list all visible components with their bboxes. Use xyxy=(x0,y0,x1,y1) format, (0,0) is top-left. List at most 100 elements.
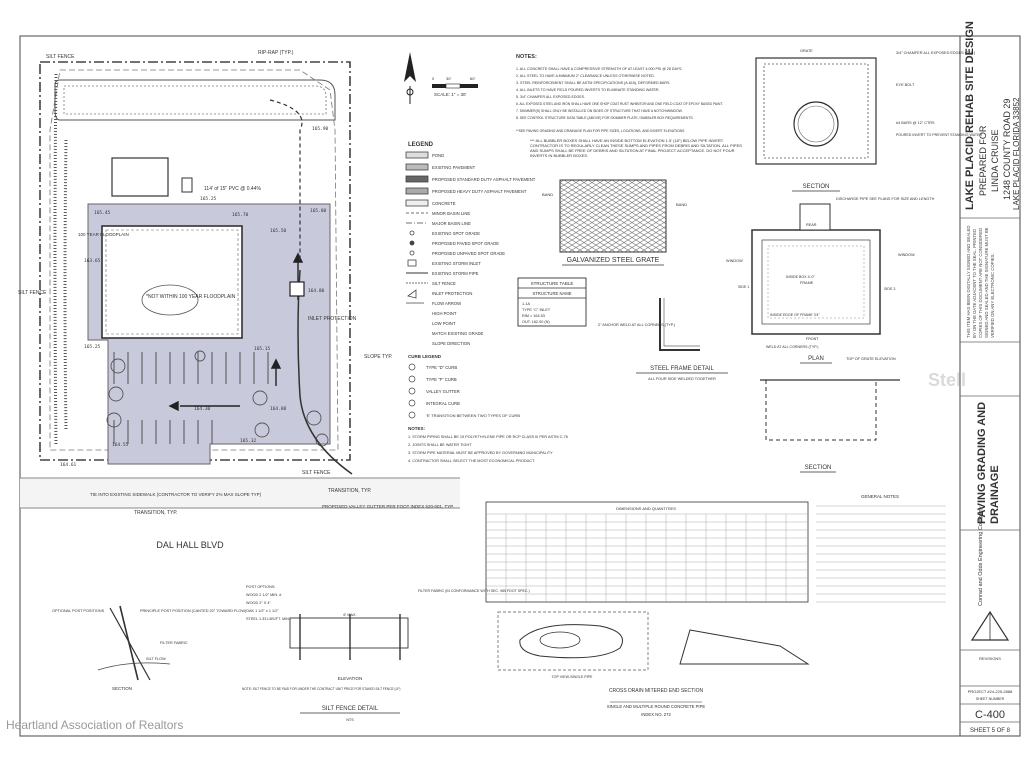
project-title: LAKE PLACID REHAB SITE DESIGN xyxy=(964,21,976,210)
sheet-of: SHEET 5 OF 8 xyxy=(970,728,1011,734)
client-name: LINDA CRUISE xyxy=(990,129,1000,192)
street-name: DAL HALL BLVD xyxy=(156,540,224,550)
storm-inlet xyxy=(289,281,305,297)
inlet-section-2: TOP OF GRATE ELEVATION SECTION xyxy=(760,357,900,473)
grate-title: GALVANIZED STEEL GRATE xyxy=(567,257,660,264)
note-line: 8. SEE CONTROL STRUCTURE DATA TABLE (ABO… xyxy=(516,116,694,120)
notes-title: NOTES: xyxy=(516,54,537,60)
note-line: 6. ALL EXPOSED STEEL AND IRON SHALL HAVE… xyxy=(516,102,723,106)
spot-grade: 165.25 xyxy=(84,344,101,350)
inlet-section: 3/4" CHAMFER ALL EXPOSED EDGES (TYP.) GR… xyxy=(755,49,982,192)
section-label: #4 BARS @ 12" CTRS xyxy=(896,121,935,125)
scale-mark: 0 xyxy=(432,76,435,81)
plan-label: WINDOW xyxy=(726,259,743,263)
note-line: 5. 3/4" CHAMFER ALL EXPOSED EDGES. xyxy=(516,95,585,99)
mitered-end-section: TOP VIEW-SINGLE PIPE CROSS DRAIN MITERED… xyxy=(497,611,810,717)
structure-table-header: STRUCTURE NAME xyxy=(532,291,571,296)
legend-item: MINOR BASIN LINE xyxy=(432,211,470,216)
spot-grade: 165.80 xyxy=(310,208,327,214)
miter-title: CROSS DRAIN MITERED END SECTION xyxy=(609,688,704,694)
plan-label: SIDE 3 xyxy=(884,287,895,291)
silt-fence-detail: OPTIONAL POST POSITIONS PRINCIPLE POST P… xyxy=(52,585,530,722)
silt-fence-label-1: SILT FENCE xyxy=(46,54,75,60)
legend-item: POND xyxy=(432,153,444,158)
plan-title: PLAN xyxy=(808,356,824,362)
site-plan xyxy=(20,61,460,509)
sheet-title: PAVING GRADING AND DRAINAGE xyxy=(976,401,1001,524)
dimensions-table: DIMENSIONS AND QUANTITIES xyxy=(485,501,809,603)
legend-item: EXISTING SPOT GRADE xyxy=(432,231,480,236)
structure-table-cell: RIM = 164.53 xyxy=(522,314,545,318)
address-line-2: LAKE PLACID FLORIDA 33852 xyxy=(1012,97,1021,211)
structure-table: STRUCTURE TABLE STRUCTURE NAME 1-1A TYPE… xyxy=(517,277,587,327)
legend-note: 3. STORM PIPE MATERIAL MUST BE APPROVED … xyxy=(408,451,553,455)
sheet-number-label: SHEET NUMBER xyxy=(976,697,1005,701)
legend-item: PROPOSED UNPAVED SPOT GRADE xyxy=(432,251,505,256)
structure-table-cell: OUT: 162.00 (N) xyxy=(522,320,550,324)
band-label-right: BAND xyxy=(676,202,687,207)
curb-legend-item: 'E' TRANSITION BETWEEN TWO TYPES OF CURB xyxy=(426,413,520,418)
silt-note: NOTE: SILT FENCE TO BE PAID FOR UNDER TH… xyxy=(242,687,400,691)
silt-section-label: SECTION xyxy=(112,686,132,691)
curb-legend-item: INTEGRAL CURB xyxy=(426,401,460,406)
road-area xyxy=(20,478,460,508)
note-line: 3. STEEL REINFORCEMENT SHALL BE ASTM SPE… xyxy=(516,81,670,85)
silt-label: WOOD 2 1/2" MIN. # xyxy=(246,593,282,597)
dim-table-title: DIMENSIONS AND QUANTITIES xyxy=(616,506,676,511)
pipe-label: 114' of 15" PVC @ 0.44% xyxy=(204,186,261,192)
steel-frame-title: STEEL FRAME DETAIL xyxy=(650,366,714,372)
grate-elev-label: TOP OF GRATE ELEVATION xyxy=(846,357,896,361)
plan-label: INSIDE EDGE OF FRAME 3'4" xyxy=(770,313,820,317)
prepared-for-label: PREPARED FOR xyxy=(978,125,988,196)
floodplain-label: 100 YEAR FLOODPLAIN xyxy=(78,232,129,237)
spot-grade: 164.88 xyxy=(270,406,287,412)
legend: LEGEND POND EXISTING PAVEMENT PROPOSED S… xyxy=(405,142,568,463)
not-in-floodplain-label: *NOT WITHIN 100 YEAR FLOODPLAIN xyxy=(146,294,236,300)
anchor-weld-label: 2" ANCHOR WELD AT ALL CORNERS (TYP.) xyxy=(598,323,676,327)
transition-label-2: TRANSITION, TYP. xyxy=(134,510,177,516)
scale-mark: 30' xyxy=(446,76,451,81)
sidewalk-tie-label: TIE INTO EXISTING SIDEWALK (CONTRACTOR T… xyxy=(90,492,262,497)
silt-label: 6' MAX. xyxy=(343,613,356,617)
structure-table-cell: TYPE "C" INLET xyxy=(522,308,551,312)
silt-label: FILTER FABRIC xyxy=(160,641,188,645)
curb-legend-item: TYPE "F" CURB xyxy=(426,377,457,382)
plan-label: SIDE 1 xyxy=(738,285,749,289)
legend-item: MATCH EXISTING GRADE xyxy=(432,331,484,336)
silt-fence-scale: NTS xyxy=(346,718,354,722)
silt-fence-title: SILT FENCE DETAIL xyxy=(322,706,379,712)
legend-note: 1. STORM PIPING SHALL BE 15 POLYETHYLENE… xyxy=(408,435,568,439)
legend-item: MAJOR BASIN LINE xyxy=(432,221,471,226)
spot-grade: 164.61 xyxy=(60,462,77,468)
revisions-label: REVISIONS xyxy=(979,656,1001,661)
silt-label: OPTIONAL POST POSITIONS xyxy=(52,609,105,613)
curb-legend-item: TYPE "D" CURB xyxy=(426,365,457,370)
curb-legend-title: CURB LEGEND xyxy=(408,354,442,359)
legend-item: PROPOSED HEAVY DUTY ASPHALT PAVEMENT xyxy=(432,189,527,194)
bubbler-note: *** ALL BUBBLER BOXES SHALL HAVE AN INSI… xyxy=(530,138,742,158)
section-label: POURED INVERT TO PREVENT STANDING WATER xyxy=(896,133,982,137)
silt-fence-label-3: SILT FENCE xyxy=(302,470,331,476)
general-notes: GENERAL NOTES xyxy=(816,494,946,603)
spot-grade: 165.70 xyxy=(232,212,249,218)
curb-legend-item: VALLEY GUTTER xyxy=(426,389,460,394)
inlet-plan: DISCHARGE PIPE SEE PLANS FOR SIZE AND LE… xyxy=(726,197,935,364)
transition-label-1: TRANSITION, TYP. xyxy=(328,488,371,494)
silt-label: POST OPTIONS: xyxy=(246,585,275,589)
parking-stalls xyxy=(113,352,269,444)
building-footprint xyxy=(101,225,243,339)
spot-grade: 164.30 xyxy=(194,406,211,412)
address-line-1: 1248 COUNTY ROAD 29 xyxy=(1002,98,1012,200)
spot-grade: 165.90 xyxy=(312,126,329,132)
legend-item: HIGH POINT xyxy=(432,311,457,316)
plan-label: FRONT xyxy=(806,337,819,341)
note-line: 2. ALL STEEL TO HAVE A MINIMUM 2" CLEARA… xyxy=(516,74,655,78)
valley-gutter-label: PROPOSED VALLEY GUTTER PER FOOT INDEX 52… xyxy=(322,504,454,509)
legend-title: LEGEND xyxy=(408,142,434,148)
silt-elevation-label: ELEVATION xyxy=(338,676,363,681)
legend-note: 4. CONTRACTOR SHALL SELECT THE MOST ECON… xyxy=(408,459,535,463)
silt-label: STEEL 1.33 LBS/FT. MIN. xyxy=(246,617,290,621)
legend-item: FLOW ARROW xyxy=(432,301,461,306)
existing-shed xyxy=(111,157,169,197)
